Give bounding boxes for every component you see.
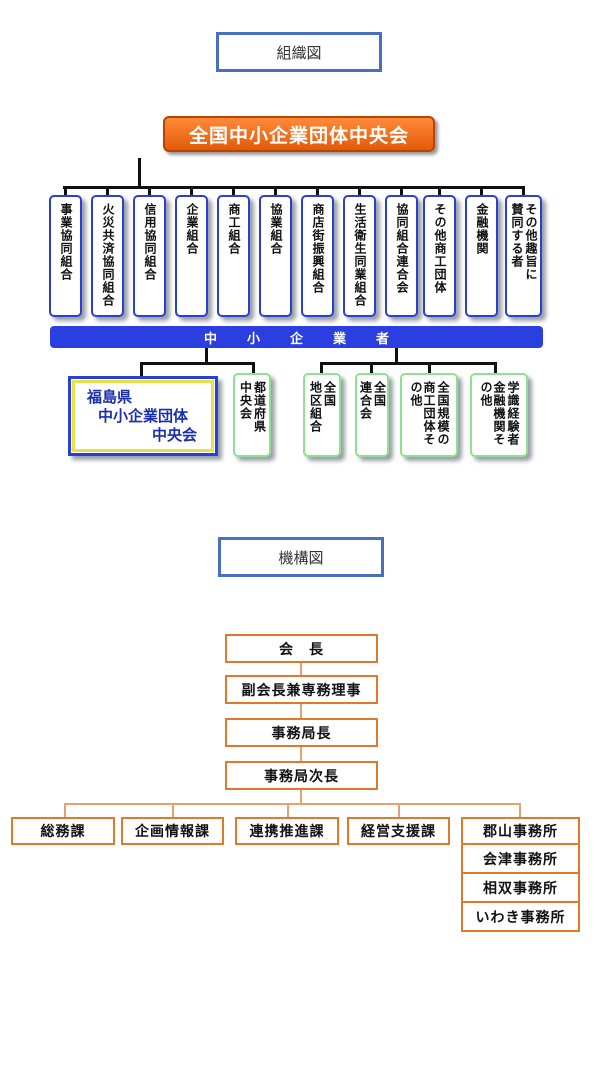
member-label: 生活衛生同業組合 — [353, 203, 367, 307]
member-box: 生活衛生同業組合 — [343, 195, 376, 317]
connector — [63, 186, 525, 189]
connector — [320, 362, 497, 365]
member-box: 金融機関 — [465, 195, 498, 317]
cooperation-promotion-section: 連携推進課 — [235, 817, 339, 845]
connector — [480, 186, 483, 196]
connector — [398, 803, 400, 817]
connector — [106, 186, 109, 196]
member-box: 商店街振興組合 — [301, 195, 334, 317]
member-box: 協同組合連合会 — [385, 195, 418, 317]
org-chart-title: 組織図 — [216, 32, 382, 72]
fukushima-federation: 福島県 中小企業団体 中央会 — [68, 376, 218, 456]
connector — [358, 186, 361, 196]
general-affairs-section: 総務課 — [11, 817, 115, 845]
member-label: 賛同する者 — [510, 203, 524, 268]
aizu-office: 会津事務所 — [461, 845, 580, 874]
connector — [205, 348, 208, 364]
connector — [395, 348, 398, 364]
connector — [438, 186, 441, 196]
member-label: 商工組合 — [227, 203, 241, 255]
member-label: 商店街振興組合 — [311, 203, 325, 294]
connector — [252, 362, 255, 376]
connector — [190, 186, 193, 196]
connector — [64, 186, 67, 196]
connector — [300, 704, 302, 718]
deputy-secretary-general-box: 事務局次長 — [225, 761, 378, 790]
member-box: 協業組合 — [259, 195, 292, 317]
member-label: 信用協同組合 — [143, 203, 157, 281]
connector — [287, 803, 289, 817]
connector — [140, 362, 255, 365]
connector — [64, 803, 521, 805]
koriyama-office: 郡山事務所 — [461, 817, 580, 845]
president-box: 会 長 — [225, 634, 378, 663]
connector — [232, 186, 235, 196]
member-label: その他商工団体 — [433, 203, 447, 294]
member-label: 協同組合連合会 — [395, 203, 409, 294]
connector — [316, 186, 319, 196]
connector — [300, 790, 302, 804]
connector — [148, 186, 151, 196]
connector — [300, 663, 302, 675]
member-box: 信用協同組合 — [133, 195, 166, 317]
structure-chart-title: 機構図 — [218, 537, 384, 577]
national-area-association: 全国 地区組合 — [303, 373, 341, 457]
top-organization: 全国中小企業団体中央会 — [163, 116, 435, 152]
member-box: 事業協同組合 — [49, 195, 82, 317]
prefectural-federation-box: 都道府県 中央会 — [233, 373, 271, 457]
member-label: 火災共済協同組合 — [101, 203, 115, 307]
soso-office: 相双事務所 — [461, 874, 580, 903]
member-label: 事業協同組合 — [59, 203, 73, 281]
connector — [400, 186, 403, 196]
academics-financial: 学識経験者 金融機関その他 — [470, 373, 528, 457]
iwaki-office: いわき事務所 — [461, 903, 580, 932]
smes-bar: 中小企業者 — [50, 326, 543, 348]
connector — [370, 362, 373, 376]
member-label: 協業組合 — [269, 203, 283, 255]
planning-information-section: 企画情報課 — [121, 817, 224, 845]
connector — [140, 362, 143, 376]
connector — [300, 747, 302, 761]
member-label: 企業組合 — [185, 203, 199, 255]
member-box: 商工組合 — [217, 195, 250, 317]
connector — [494, 362, 497, 376]
vice-president-box: 副会長兼専務理事 — [225, 675, 378, 704]
secretary-general-box: 事務局長 — [225, 718, 378, 747]
connector — [522, 186, 525, 196]
member-box: その他商工団体 — [423, 195, 456, 317]
member-label: その他趣旨に — [524, 203, 538, 281]
connector — [320, 362, 323, 376]
connector — [64, 803, 66, 817]
connector — [428, 362, 431, 376]
connector — [138, 158, 141, 187]
connector — [172, 803, 174, 817]
national-federation: 全国 連合会 — [355, 373, 389, 457]
national-commerce-groups: 全国規模の 商工団体その他 — [400, 373, 458, 457]
member-box: その他趣旨に賛同する者 — [505, 195, 542, 317]
member-box: 企業組合 — [175, 195, 208, 317]
member-label: 金融機関 — [475, 203, 489, 255]
connector — [519, 803, 521, 817]
management-support-section: 経営支援課 — [347, 817, 450, 845]
member-box: 火災共済協同組合 — [91, 195, 124, 317]
connector — [274, 186, 277, 196]
